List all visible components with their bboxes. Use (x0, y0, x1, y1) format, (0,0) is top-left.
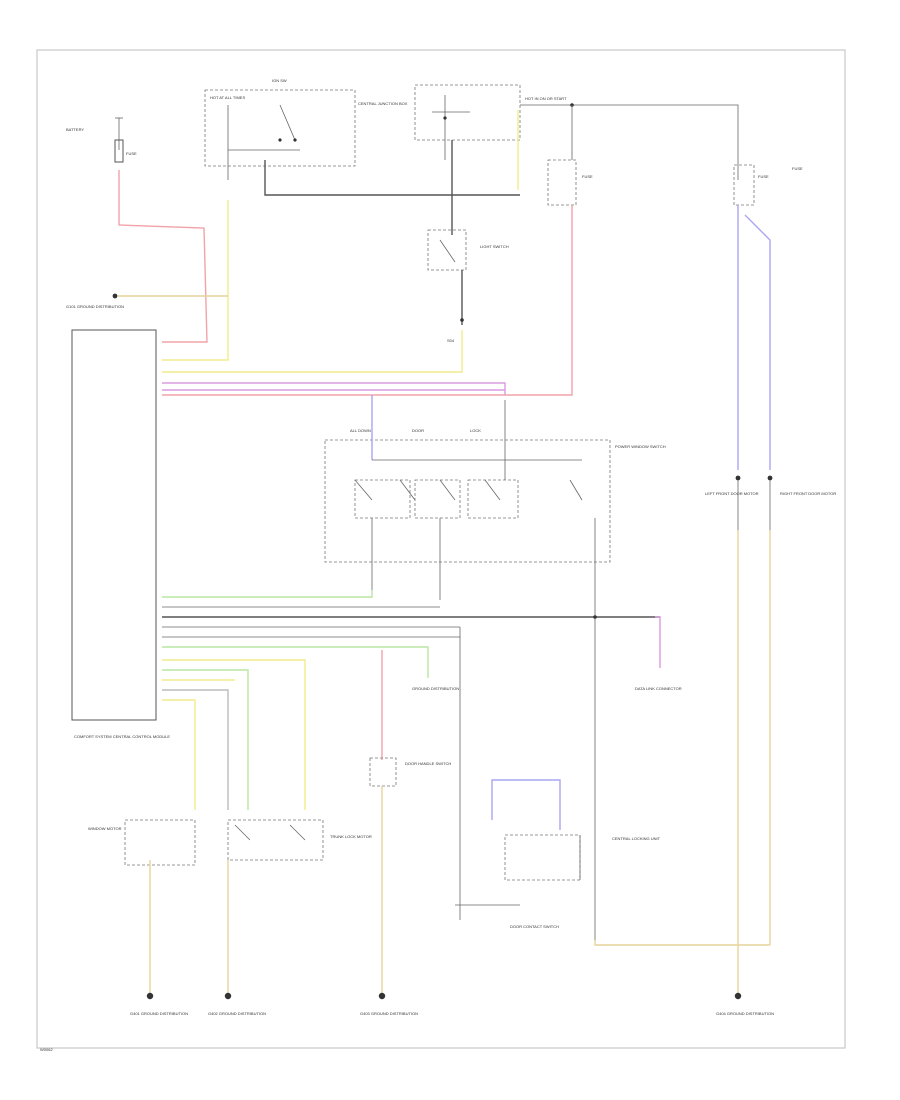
right-fuse-group: FUSE FUSE FUSE (162, 103, 803, 470)
power-switch-label: POWER WINDOW SWITCH (615, 444, 666, 449)
hot-at-all-times-label: HOT AT ALL TIMES (210, 95, 245, 100)
door-handle-label: DOOR HANDLE SWITCH (405, 761, 451, 766)
fuse-b-label: FUSE (582, 174, 593, 179)
ground-mid: G402 GROUND DISTRIBUTION (208, 992, 266, 1016)
door-handle-switch: DOOR HANDLE SWITCH (369, 650, 451, 995)
ground-mid-symbol (224, 992, 232, 1000)
window-motor-group: WINDOW MOTOR TRUNK LOCK MOTOR (88, 819, 372, 995)
switch-door-label: DOOR (412, 428, 424, 433)
trunk-lock-label: TRUNK LOCK MOTOR (330, 834, 372, 839)
ground-center-symbol (378, 992, 386, 1000)
control-module-box (71, 329, 157, 721)
spl-ground-group: G101 GROUND DISTRIBUTION (66, 293, 228, 309)
ground-mid-label: G402 GROUND DISTRIBUTION (208, 1011, 266, 1016)
figure-id: W0062 (40, 1047, 53, 1052)
left-motor-label: LEFT FRONT DOOR MOTOR (705, 491, 759, 496)
spl-ground-label: G101 GROUND DISTRIBUTION (66, 304, 124, 309)
light-switch-label: LIGHT SWITCH (480, 244, 509, 249)
central-locking-unit: CENTRAL LOCKING UNIT DOOR CONTACT SWITCH (455, 779, 661, 929)
front-door-motors: LEFT FRONT DOOR MOTOR RIGHT FRONT DOOR M… (594, 475, 836, 995)
power-window-switch: POWER WINDOW SWITCH ALL DOWN DOOR LOCK (162, 395, 666, 940)
hot-on-fuse-group: HOT IN ON OR START LIGHT SWITCH S04 (162, 84, 567, 373)
ground-right-symbol (734, 992, 742, 1000)
ign-sw-label: IGN SW (272, 78, 287, 83)
data-link-label: DATA LINK CONNECTOR (635, 686, 682, 691)
switch-lock-label: LOCK (470, 428, 481, 433)
hot-on-label: HOT IN ON OR START (525, 96, 567, 101)
battery-fuse-group: BATTERY FUSE (66, 117, 208, 343)
ground-right: G404 GROUND DISTRIBUTION (716, 992, 774, 1016)
fuse-c-label: FUSE (758, 174, 769, 179)
ground-center-label: G403 GROUND DISTRIBUTION (360, 1011, 418, 1016)
right-motor-label: RIGHT FRONT DOOR MOTOR (780, 491, 836, 496)
ground-right-label: G404 GROUND DISTRIBUTION (716, 1011, 774, 1016)
ground-spl-label: GROUND DISTRIBUTION (412, 686, 459, 691)
ignition-switch-group: HOT AT ALL TIMES IGN SW CENTRAL JUNCTION… (162, 78, 520, 361)
ground-left-label: G401 GROUND DISTRIBUTION (130, 1011, 188, 1016)
fuse-d-label: FUSE (792, 166, 803, 171)
central-junction-label: CENTRAL JUNCTION BOX (358, 101, 408, 106)
contact-switch-label: DOOR CONTACT SWITCH (510, 924, 559, 929)
switch-all-label: ALL DOWN (350, 428, 371, 433)
diagram-border (36, 49, 846, 1049)
ground-center: G403 GROUND DISTRIBUTION (360, 992, 418, 1016)
control-module: COMFORT SYSTEM CENTRAL CONTROL MODULE (71, 329, 170, 739)
ground-left-symbol (146, 992, 154, 1000)
ground-left: G401 GROUND DISTRIBUTION (130, 992, 188, 1016)
battery-label: BATTERY (66, 127, 84, 132)
window-motor-label: WINDOW MOTOR (88, 826, 122, 831)
splice-label: S04 (447, 338, 455, 343)
lock-unit-label: CENTRAL LOCKING UNIT (612, 836, 661, 841)
control-module-label: COMFORT SYSTEM CENTRAL CONTROL MODULE (74, 734, 170, 739)
fuse-a-label: FUSE (126, 151, 137, 156)
